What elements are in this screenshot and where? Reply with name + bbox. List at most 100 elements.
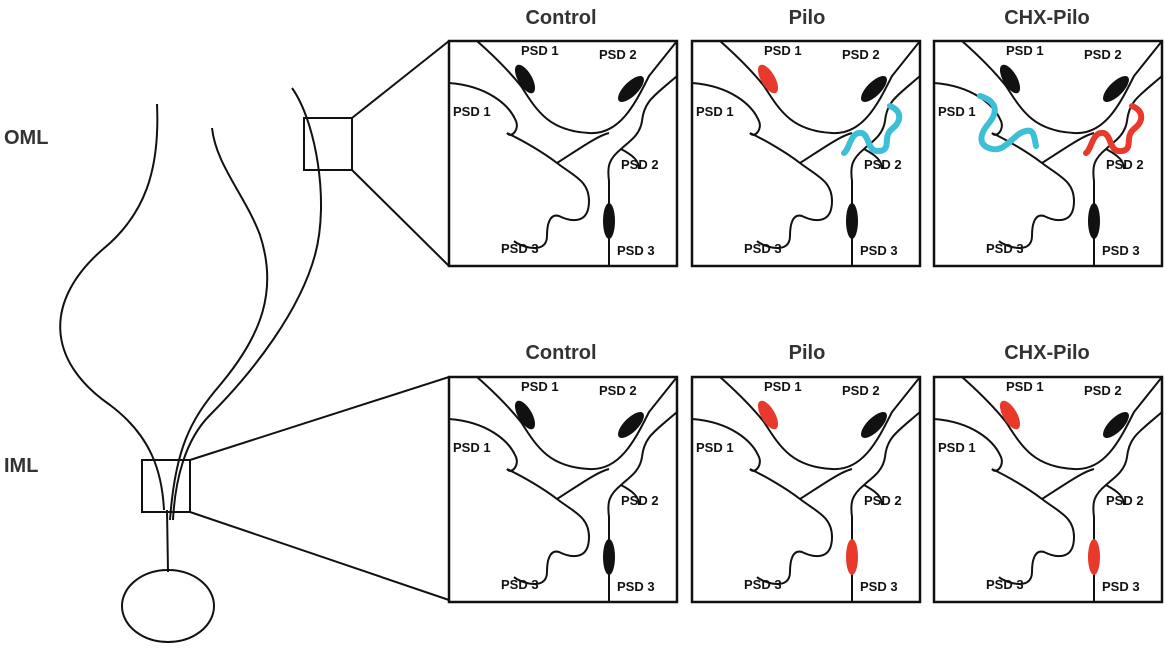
dendrite-path [476, 40, 678, 135]
dendrite-path [933, 82, 1003, 136]
psd2-upper [861, 76, 887, 102]
axon-branch [172, 87, 323, 521]
psd1-upper [514, 400, 536, 430]
panel-frame [447, 39, 679, 268]
dendrite-path [556, 468, 610, 500]
oml-zoom-line-top [351, 40, 450, 119]
dendrite-path [1041, 468, 1095, 500]
dendrite-path [991, 132, 1076, 249]
psd1-label-lower: PSD 1 [696, 104, 734, 119]
psd3-label-right: PSD 3 [1102, 579, 1140, 594]
col-title-chx-pilo-oml: CHX-Pilo [1004, 7, 1090, 29]
psd3-label-right: PSD 3 [617, 579, 655, 594]
psd3-label-right: PSD 3 [860, 579, 898, 594]
psd3 [1088, 203, 1100, 239]
panel-frame [447, 375, 679, 604]
psd3-label-left: PSD 3 [744, 577, 782, 592]
dendrite-path [933, 418, 1003, 472]
psd2-label-lower: PSD 2 [864, 493, 902, 508]
neuron-overview [59, 40, 450, 643]
dendrite-path [863, 148, 883, 170]
psd3 [1088, 539, 1100, 575]
psd3 [846, 539, 858, 575]
psd2-label-upper: PSD 2 [599, 383, 637, 398]
panel-frame [932, 375, 1164, 604]
dendrite-path [749, 132, 834, 249]
dendrite-path [961, 376, 1163, 471]
psd2-upper [1103, 412, 1129, 438]
psd2-lower [1083, 103, 1145, 156]
iml-zoom-line-top [189, 376, 450, 461]
iml-label: IML [4, 455, 39, 477]
psd3-label-right: PSD 3 [860, 243, 898, 258]
col-title-pilo-iml: Pilo [788, 342, 826, 364]
dendrite-path [1092, 411, 1163, 602]
dendrite-path [476, 376, 678, 471]
psd1-label-upper: PSD 1 [521, 43, 559, 58]
psd1-upper [757, 400, 779, 430]
psd3-label-right: PSD 3 [1102, 243, 1140, 258]
dendrite-right [169, 127, 269, 521]
psd2-label-upper: PSD 2 [1084, 383, 1122, 398]
dendrite-path [850, 75, 921, 266]
synapse-panels: PSD 1 PSD 2 PSD 1 PSD 2 PSD 3 PSD 3 PSD 1 PSD 2… [447, 39, 1164, 604]
col-title-control-oml: Control [525, 7, 597, 29]
soma [121, 569, 215, 643]
dendrite-path [719, 376, 921, 471]
psd1-label-lower: PSD 1 [938, 104, 976, 119]
dendrite-path [1105, 484, 1125, 506]
psd1-label-upper: PSD 1 [764, 43, 802, 58]
psd1-label-lower: PSD 1 [696, 440, 734, 455]
panel-frame [690, 375, 922, 604]
panel-oml-chx-pilo: PSD 1 PSD 2 PSD 1 PSD 2 PSD 3 PSD 3 [932, 39, 1164, 268]
psd1-upper [999, 64, 1021, 94]
psd1-label-upper: PSD 1 [1006, 43, 1044, 58]
oml-label: OML [4, 127, 49, 149]
col-title-control-iml: Control [525, 342, 597, 364]
psd2-upper [618, 76, 644, 102]
panel-frame [932, 39, 1164, 268]
psd1-upper [514, 64, 536, 94]
panel-iml-chx-pilo: PSD 1 PSD 2 PSD 1 PSD 2 PSD 3 PSD 3 [932, 375, 1164, 604]
oml-zoom-line-bottom [351, 169, 450, 267]
psd1-label-lower: PSD 1 [453, 104, 491, 119]
psd2-upper [618, 412, 644, 438]
psd3-label-left: PSD 3 [986, 241, 1024, 256]
psd1-label-upper: PSD 1 [764, 379, 802, 394]
dendrite-path [749, 468, 834, 585]
dendrite-left [59, 103, 165, 511]
dendrite-path [719, 40, 921, 135]
psd1-lower [977, 93, 1039, 153]
psd1-label-upper: PSD 1 [1006, 379, 1044, 394]
dendrite-path [607, 75, 678, 266]
psd2-label-upper: PSD 2 [1084, 47, 1122, 62]
dendrite-path [961, 40, 1163, 135]
dendrite-path [1041, 132, 1095, 164]
dendrite-path [448, 418, 518, 472]
psd3-label-left: PSD 3 [501, 577, 539, 592]
psd3 [846, 203, 858, 239]
psd1-upper [757, 64, 779, 94]
dendrite-path [1092, 75, 1163, 266]
psd1-label-lower: PSD 1 [938, 440, 976, 455]
dendrite-path [991, 468, 1076, 585]
dendrite-path [799, 132, 853, 164]
psd2-label-lower: PSD 2 [1106, 493, 1144, 508]
dendrite-path [448, 82, 518, 136]
iml-zoom-box [141, 459, 191, 513]
psd2-upper [1103, 76, 1129, 102]
panel-frame [690, 39, 922, 268]
psd3-label-left: PSD 3 [986, 577, 1024, 592]
dendrite-path [863, 484, 883, 506]
dendrite-path [799, 468, 853, 500]
dendrite-path [691, 418, 761, 472]
dendrite-path [850, 411, 921, 602]
psd2-label-lower: PSD 2 [864, 157, 902, 172]
soma-stem [166, 509, 169, 573]
psd2-label-lower: PSD 2 [1106, 157, 1144, 172]
